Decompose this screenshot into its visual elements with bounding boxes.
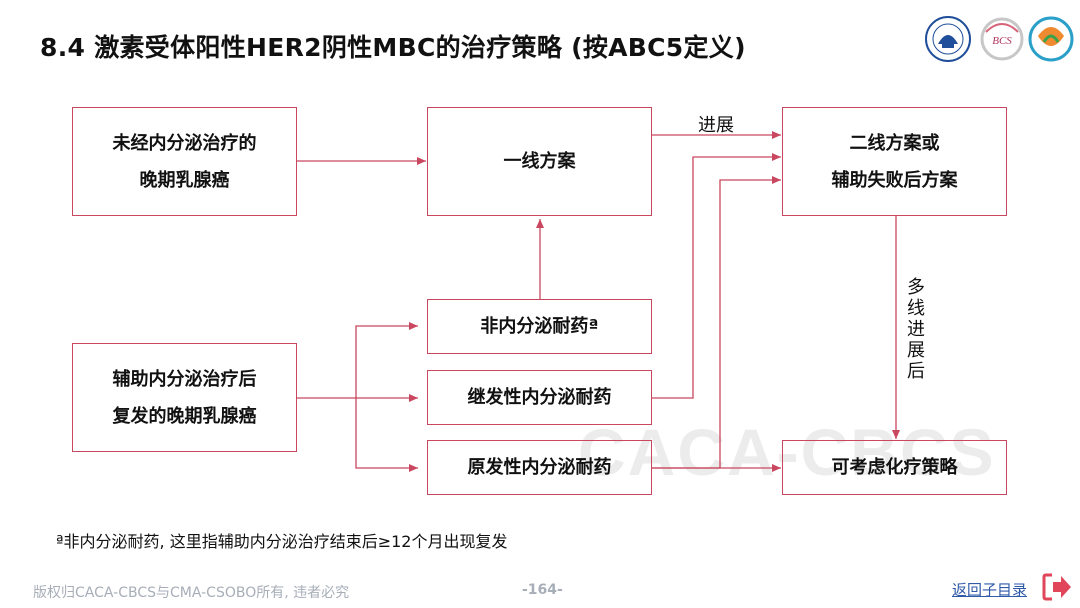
page-number: -164- [522,582,563,598]
node-second-line-line-1: 二线方案或 [849,132,940,154]
node-untreated-mbc-line-2: 晚期乳腺癌 [139,169,230,191]
node-consider-chemotherapy-label: 可考虑化疗策略 [831,457,958,478]
footnote: ª非内分泌耐药, 这里指辅助内分泌治疗结束后≥12个月出现复发 [56,532,508,551]
footer-copyright: 版权归CACA-CBCS与CMA-CSOBO所有, 违者必究 [33,585,350,601]
node-non-endocrine-resistant: 非内分泌耐药ª [427,299,652,354]
node-untreated-mbc-line-1: 未经内分泌治疗的 [112,132,257,154]
edge-label-multi-line-progress: 多 线 进 展 后 [905,277,927,382]
exit-arrow-icon[interactable] [1040,570,1074,604]
node-untreated-mbc: 未经内分泌治疗的 晚期乳腺癌 [72,107,297,216]
logo-group: BCS [925,16,1074,62]
watermark: CACA-CBCS [578,415,996,489]
edge-label-char: 展 [907,340,925,361]
edge-label-char: 进 [907,319,925,340]
node-second-line-line-2: 辅助失败后方案 [831,169,958,191]
edge-label-char: 多 [907,277,925,298]
node-first-line-label: 一线方案 [503,151,576,172]
node-post-adjuvant-relapse: 辅助内分泌治疗后 复发的晚期乳腺癌 [72,343,297,452]
edge-label-char: 线 [907,298,925,319]
csobo-logo [1028,16,1074,62]
node-primary-resistance-label: 原发性内分泌耐药 [467,457,612,478]
edge-label-char: 后 [907,361,925,382]
arrow-relapse-to-primary [355,398,418,472]
node-post-adjuvant-relapse-line-1: 辅助内分泌治疗后 [112,368,257,390]
arrow-secondary-to-second-line [652,153,781,399]
university-seal-logo [925,16,971,62]
arrow-relapse-to-branches [297,322,418,399]
node-non-endocrine-resistant-label: 非内分泌耐药ª [480,316,599,337]
node-primary-resistance: 原发性内分泌耐药 [427,440,652,495]
node-consider-chemotherapy: 可考虑化疗策略 [782,440,1007,495]
node-first-line: 一线方案 [427,107,652,216]
bcs-logo: BCS [980,17,1024,61]
bcs-logo-text: BCS [992,35,1012,47]
page-title: 8.4 激素受体阳性HER2阴性MBC的治疗策略 (按ABC5定义) [40,33,746,62]
node-secondary-resistance-label: 继发性内分泌耐药 [467,387,612,408]
node-post-adjuvant-relapse-line-2: 复发的晚期乳腺癌 [112,405,257,427]
back-to-subdirectory-link[interactable]: 返回子目录 [952,581,1028,599]
node-second-line: 二线方案或 辅助失败后方案 [782,107,1007,216]
node-secondary-resistance: 继发性内分泌耐药 [427,370,652,425]
arrow-primary-to-second-line [652,176,781,469]
edge-label-progress: 进展 [698,115,734,136]
